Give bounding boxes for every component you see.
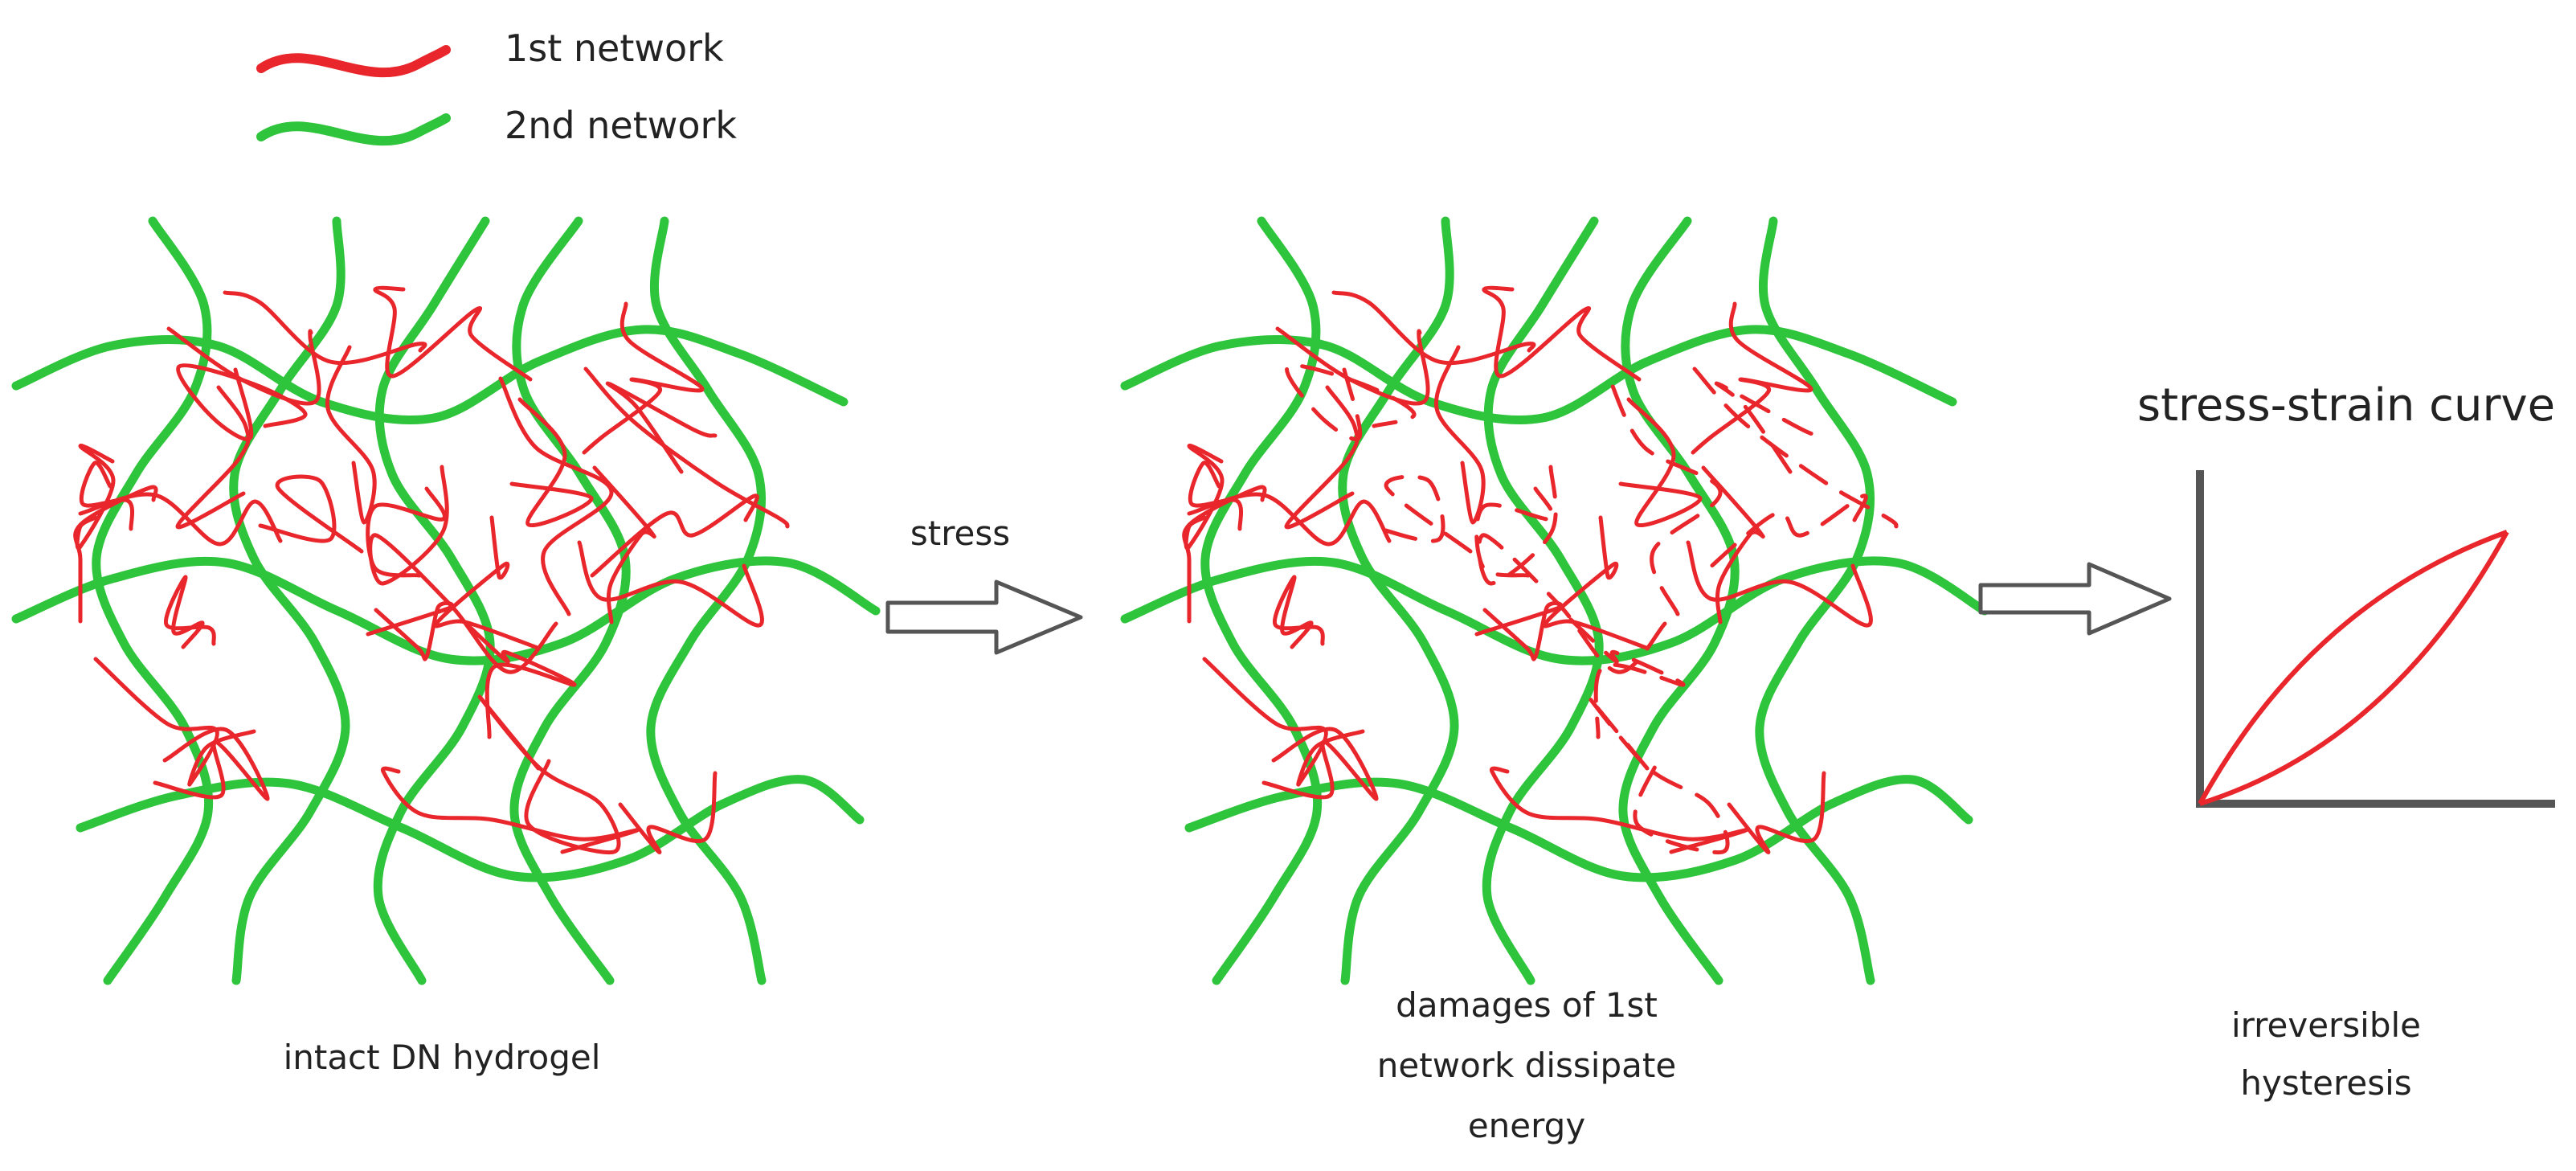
damaged-caption: damages of 1st network dissipate energy xyxy=(1318,985,1736,1165)
result-caption-line-1: irreversible xyxy=(2230,1005,2422,1045)
green-chain-v0 xyxy=(1200,216,1323,985)
red-chain-28 xyxy=(509,397,594,528)
red-chain-21 xyxy=(1285,363,1417,441)
red-chain-17 xyxy=(1691,301,1813,455)
loading-curve xyxy=(2199,530,2509,806)
red-chain-13 xyxy=(1542,515,1649,650)
red-chain-12 xyxy=(1607,376,1723,616)
result-caption-line-2: hysteresis xyxy=(2240,1063,2412,1103)
damaged-caption-line-2: network dissipate xyxy=(1376,1046,1677,1085)
red-chain-22 xyxy=(164,575,216,649)
red-chain-9 xyxy=(368,465,558,674)
red-chain-6 xyxy=(583,366,790,529)
red-chain-19 xyxy=(1284,385,1360,530)
red-chain-8 xyxy=(153,727,270,801)
red-chain-20 xyxy=(577,540,764,628)
red-chain-1 xyxy=(592,465,656,624)
red-chain-12 xyxy=(498,376,614,616)
red-chain-28 xyxy=(1618,397,1703,528)
red-chain-24 xyxy=(605,381,718,474)
red-chain-18 xyxy=(258,474,364,554)
stress-label: stress xyxy=(910,514,1011,553)
red-chain-6 xyxy=(1692,366,1899,529)
intact-caption: intact DN hydrogel xyxy=(283,1038,601,1077)
red-chain-22 xyxy=(1273,575,1325,649)
red-chain-17 xyxy=(582,301,705,455)
red-chain-16 xyxy=(373,285,533,382)
legend-label-first-network: 1st network xyxy=(505,27,724,70)
result-caption: irreversible hysteresis xyxy=(2198,1005,2455,1120)
red-chain-9 xyxy=(1477,465,1667,674)
green-chain-v0 xyxy=(92,216,214,985)
red-chain-26 xyxy=(1331,290,1536,366)
red-chain-23 xyxy=(325,345,377,525)
red-chain-0 xyxy=(1474,486,1556,578)
chart-title: stress-strain curve xyxy=(2136,379,2556,432)
red-chain-15 xyxy=(460,617,577,739)
red-chain-21 xyxy=(176,363,308,441)
red-chain-24 xyxy=(1714,381,1826,474)
green-chain-v1 xyxy=(1338,216,1459,985)
red-chain-20 xyxy=(1686,540,1873,628)
red-chain-11 xyxy=(73,485,158,624)
damaged-hydrogel-network xyxy=(1120,216,1989,985)
stress-arrow xyxy=(885,579,1083,655)
red-chain-19 xyxy=(175,385,251,530)
intact-hydrogel-network xyxy=(11,216,881,985)
legend-swatch-second-network xyxy=(256,113,451,146)
red-chain-16 xyxy=(1482,285,1642,382)
red-chain-27 xyxy=(477,694,621,855)
damaged-caption-line-3: energy xyxy=(1467,1106,1586,1145)
red-chain-15 xyxy=(1568,617,1686,739)
red-chain-8 xyxy=(1261,727,1379,801)
unloading-curve xyxy=(2198,530,2509,805)
red-chain-26 xyxy=(223,290,427,366)
red-chain-29 xyxy=(166,326,321,406)
red-chain-25 xyxy=(1188,461,1243,531)
red-chain-5 xyxy=(366,600,455,661)
red-chain-2 xyxy=(618,771,718,854)
red-chain-18 xyxy=(1367,474,1473,554)
green-chain-v2 xyxy=(373,216,495,985)
legend-swatch-first-network xyxy=(256,45,451,78)
green-chain-v2 xyxy=(1482,216,1604,985)
red-chain-29 xyxy=(1275,326,1430,406)
damaged-caption-line-1: damages of 1st xyxy=(1396,985,1658,1025)
red-chain-11 xyxy=(1182,485,1267,624)
red-chain-25 xyxy=(79,461,134,531)
green-chain-h0 xyxy=(11,325,848,425)
red-chain-13 xyxy=(433,515,540,650)
red-chain-1 xyxy=(1701,465,1765,624)
red-chain-14 xyxy=(380,766,640,854)
red-chain-14 xyxy=(1489,766,1748,854)
green-chain-v4 xyxy=(1755,216,1875,985)
legend xyxy=(256,45,451,146)
red-chain-5 xyxy=(1474,600,1564,661)
green-chain-v1 xyxy=(229,216,350,985)
green-chain-v4 xyxy=(646,216,767,985)
red-chain-4 xyxy=(93,657,256,787)
red-chain-4 xyxy=(1202,657,1365,787)
red-chain-3 xyxy=(1699,493,1868,578)
red-chain-27 xyxy=(1586,694,1730,855)
red-chain-0 xyxy=(366,486,447,578)
red-chain-2 xyxy=(1727,771,1826,854)
green-chain-h0 xyxy=(1120,325,1957,425)
red-chain-23 xyxy=(1433,345,1486,525)
result-arrow xyxy=(1978,562,2172,636)
legend-label-second-network: 2nd network xyxy=(505,104,738,147)
stress-strain-chart xyxy=(2196,470,2555,808)
red-chain-3 xyxy=(590,493,759,578)
